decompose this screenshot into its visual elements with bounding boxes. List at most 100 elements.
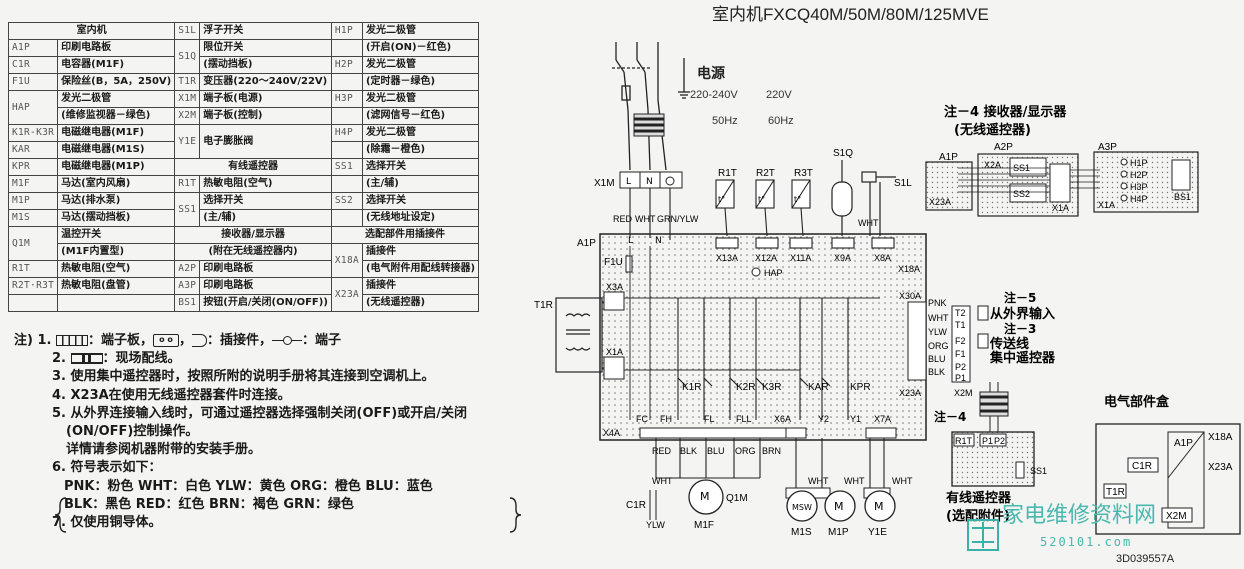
svg-text:WHT: WHT <box>892 476 913 486</box>
svg-text:Y2: Y2 <box>818 414 829 424</box>
connector-symbol: o o <box>153 334 180 347</box>
receiver-display <box>925 151 1199 217</box>
svg-text:A2P: A2P <box>994 142 1013 153</box>
legend-code: X23A <box>330 277 363 312</box>
svg-text:SS1: SS1 <box>1013 163 1030 173</box>
t1r-transformer <box>555 297 604 373</box>
svg-text:H3P: H3P <box>1130 182 1148 192</box>
electrical-component-box <box>1095 423 1241 535</box>
m1p-drain-pump-motor: M M1P WHT <box>824 476 865 538</box>
legend-code: H3P <box>330 90 363 108</box>
svg-text:L: L <box>626 177 631 187</box>
svg-text:ORG: ORG <box>928 341 949 351</box>
svg-text:BLU: BLU <box>928 354 946 364</box>
svg-text:电气部件盒: 电气部件盒 <box>1104 394 1170 410</box>
svg-text:WHT: WHT <box>808 476 829 486</box>
plug-symbol <box>192 334 208 347</box>
m1f-fan-motor: M M1F Q1M WHT C1R YLW <box>626 476 748 531</box>
svg-text:M1F: M1F <box>694 520 714 531</box>
m1s-swing-motor: MSW M1S <box>785 487 831 538</box>
svg-text:传送线: 传送线 <box>989 336 1029 352</box>
svg-text:(选配附件): (选配附件) <box>946 508 1010 524</box>
svg-text:FH: FH <box>660 414 672 424</box>
svg-text:R1T: R1T <box>955 436 973 446</box>
svg-text:R2T: R2T <box>756 168 775 179</box>
x2m-terminal-block <box>951 305 989 383</box>
svg-text:X1M: X1M <box>594 178 615 189</box>
legend-code: BS1 <box>174 294 201 312</box>
svg-text:BLK: BLK <box>680 446 697 456</box>
svg-text:WHT: WHT <box>652 476 673 486</box>
svg-text:P2: P2 <box>955 362 966 372</box>
thermistors <box>715 179 811 237</box>
watermark-logo: 家电维修资料网 520101.com <box>967 503 1156 551</box>
svg-text:FLL: FLL <box>736 414 752 424</box>
legend-desc: (无线遥控器) <box>361 294 480 312</box>
legend-desc: 按钮(开启/关闭(ON/OFF)) <box>199 294 332 312</box>
svg-text:M1P: M1P <box>828 527 849 538</box>
svg-text:X2A: X2A <box>984 160 1001 170</box>
legend-code: F1U <box>7 73 59 91</box>
svg-text:A1P: A1P <box>577 238 596 249</box>
svg-text:(无线遥控器): (无线遥控器) <box>954 122 1031 138</box>
power-ferrite-core <box>633 113 665 137</box>
svg-text:X23A: X23A <box>899 388 921 398</box>
svg-text:A3P: A3P <box>1098 142 1117 153</box>
svg-text:SS1: SS1 <box>1030 466 1047 476</box>
svg-text:YLW: YLW <box>646 520 665 530</box>
wired-remote-controller <box>951 431 1035 487</box>
s1q-limit-switch <box>831 160 853 236</box>
svg-text:K3R: K3R <box>762 382 781 393</box>
svg-text:T1R: T1R <box>1106 487 1125 498</box>
svg-text:FC: FC <box>636 414 648 424</box>
svg-text:PNK: PNK <box>928 298 947 308</box>
svg-text:R1T: R1T <box>718 168 737 179</box>
svg-text:S1L: S1L <box>894 178 912 189</box>
svg-text:F1U: F1U <box>604 257 623 268</box>
svg-text:L: L <box>628 236 633 246</box>
svg-text:X7A: X7A <box>874 414 891 424</box>
svg-text:Y1E: Y1E <box>868 527 887 538</box>
svg-text:P1: P1 <box>955 373 966 383</box>
svg-text:注－4: 注－4 <box>934 409 966 424</box>
svg-text:50Hz: 50Hz <box>712 115 738 127</box>
field-wiring-symbol <box>70 353 103 365</box>
notes-section: 注) 1. ：端子板，o o，：插接件，：端子 2. ：现场配线。 3. 使用集… <box>14 333 467 531</box>
x1m-terminal-block <box>619 171 683 189</box>
svg-text:从外界输入: 从外界输入 <box>990 306 1055 322</box>
svg-text:家电维修资料网: 家电维修资料网 <box>1002 503 1156 528</box>
svg-text:F1: F1 <box>955 349 966 359</box>
svg-text:注－4 接收器/显示器: 注－4 接收器/显示器 <box>944 104 1067 120</box>
svg-text:C1R: C1R <box>1132 461 1152 472</box>
svg-text:X18A: X18A <box>1208 432 1233 443</box>
legend-code: HAP <box>7 90 59 125</box>
svg-text:t°: t° <box>718 195 725 204</box>
svg-text:BLU: BLU <box>707 446 725 456</box>
svg-text:t°: t° <box>794 195 801 204</box>
svg-text:X1A: X1A <box>1052 203 1069 213</box>
svg-text:M1S: M1S <box>791 527 812 538</box>
control-ferrite-core <box>979 382 1009 432</box>
svg-text:KAR: KAR <box>808 382 829 393</box>
svg-text:3D039557A: 3D039557A <box>1116 553 1175 565</box>
svg-text:Q1M: Q1M <box>726 493 748 504</box>
svg-text:YLW: YLW <box>928 327 947 337</box>
svg-text:520101.com: 520101.com <box>1040 535 1132 549</box>
svg-text:集中遥控器: 集中遥控器 <box>989 350 1056 366</box>
svg-text:X6A: X6A <box>774 414 791 424</box>
svg-text:P1: P1 <box>982 436 993 446</box>
svg-text:X30A: X30A <box>899 291 921 301</box>
power-label: 电源 <box>697 65 725 82</box>
svg-text:X12A: X12A <box>755 253 777 263</box>
svg-text:MSW: MSW <box>792 503 812 512</box>
svg-text:WHT: WHT <box>858 218 879 228</box>
